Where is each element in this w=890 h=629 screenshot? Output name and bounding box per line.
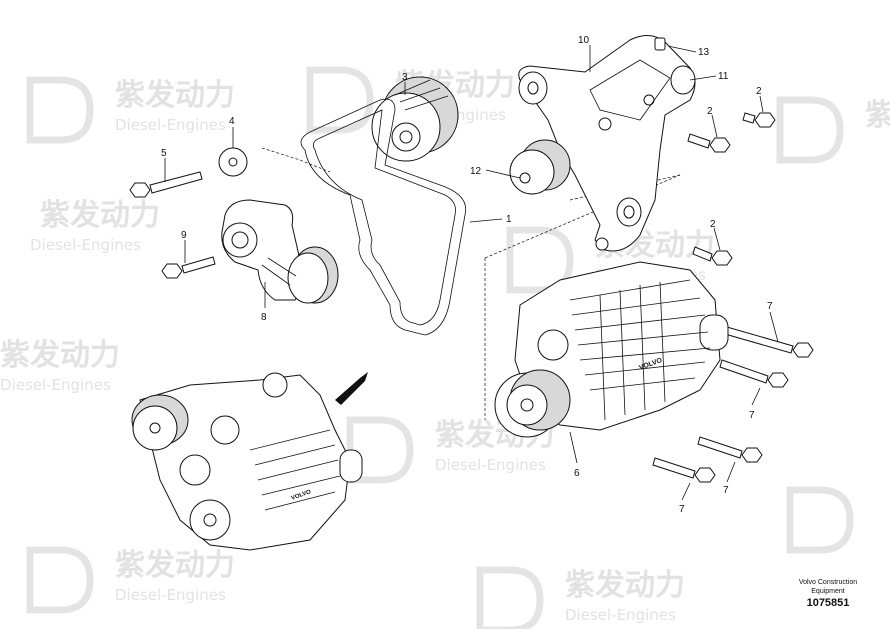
large-pulley [371, 76, 459, 162]
callout-5: 5 [161, 148, 167, 159]
compressor-unit: VOLVO [494, 261, 729, 438]
assembled-view: VOLVO [131, 372, 363, 551]
watermark-logo-icon [26, 546, 94, 614]
callout-13: 13 [698, 47, 710, 58]
bolt-7-d [652, 457, 716, 483]
watermark-cn: 紫发动力 [40, 198, 160, 233]
callout-2-upper: 2 [756, 86, 762, 97]
belt-tensioner [221, 199, 339, 304]
bolt-7-b [719, 359, 789, 388]
watermark-layer: 紫发动力 Diesel-Engines 紫发动力 Diesel-Engines … [0, 66, 890, 629]
callout-6: 6 [574, 468, 580, 479]
watermark-en: Diesel-Engines [0, 376, 111, 394]
watermark-en: Diesel-Engines [435, 456, 546, 474]
bolt-7-c [697, 436, 763, 463]
watermark-en: Diesel-Engines [565, 606, 676, 624]
watermark-logo-icon [786, 486, 854, 554]
watermark-en: Diesel-Engines [30, 236, 141, 254]
bolt-2-upper [742, 112, 776, 128]
watermark-cn: 紫发动力 [865, 98, 890, 133]
watermark-en: Diesel-Engines [115, 116, 226, 134]
callout-7-b: 7 [749, 410, 755, 421]
footer: Volvo Construction Equipment 1075851 [799, 579, 857, 609]
bolt-5 [129, 171, 203, 198]
watermark-cn: 紫发动力 [115, 78, 235, 113]
callout-10: 10 [578, 35, 590, 46]
brand-line-1: Volvo Construction [799, 579, 857, 586]
callout-12: 12 [470, 166, 482, 177]
bolt-2-lower [692, 246, 733, 266]
washer [218, 147, 248, 177]
callout-2-middle: 2 [707, 106, 713, 117]
watermark-logo-icon [306, 66, 374, 134]
brand-line-2: Equipment [811, 588, 845, 595]
watermark-logo-icon [26, 76, 94, 144]
bolt-9 [161, 256, 216, 279]
watermark-logo-icon [346, 416, 414, 484]
mounting-bracket [518, 35, 696, 252]
bolt-7-a [717, 324, 814, 358]
drive-belt [300, 98, 467, 336]
callout-7-d: 7 [679, 504, 685, 515]
callout-3: 3 [402, 72, 408, 83]
watermark-en: Diesel-Engines [115, 586, 226, 604]
callout-7-a: 7 [767, 301, 773, 312]
watermark-logo-icon [776, 96, 844, 164]
callout-2-lower: 2 [710, 219, 716, 230]
watermark-cn: 紫发动力 [0, 338, 120, 373]
callout-labels: 1 2 2 2 3 4 5 6 7 7 7 7 8 9 10 11 12 13 [161, 35, 773, 515]
callout-9: 9 [181, 230, 187, 241]
watermark-cn: 紫发动力 [115, 548, 235, 583]
callout-8: 8 [261, 312, 267, 323]
callout-1: 1 [506, 214, 512, 225]
leader-lines [164, 45, 779, 501]
bolt-2-middle [687, 133, 731, 153]
watermark-logo-icon [476, 566, 544, 629]
document-number: 1075851 [807, 597, 850, 609]
callout-4: 4 [229, 116, 235, 127]
callout-11: 11 [718, 71, 729, 82]
idler-pulley [509, 139, 571, 195]
watermark-cn: 紫发动力 [565, 568, 685, 603]
view-arrow-icon [335, 372, 368, 405]
callout-7-c: 7 [723, 485, 729, 496]
